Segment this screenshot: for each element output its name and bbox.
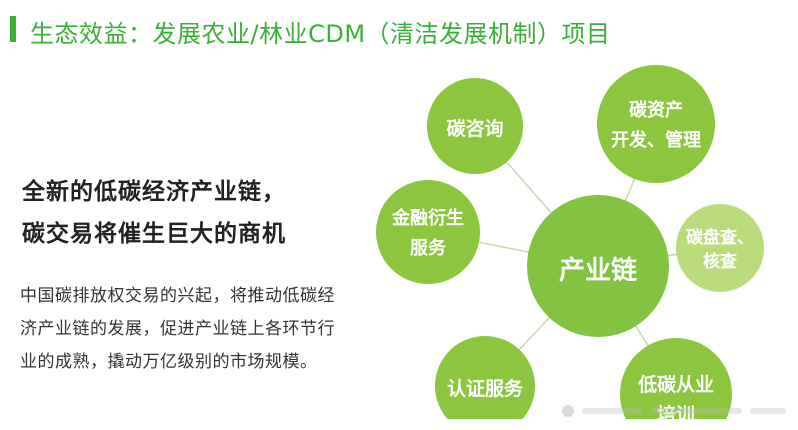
training-label-line-1: 低碳从业 [637,374,714,396]
body-line-2: 济产业链的发展，促进产业链上各环节行 [20,319,335,339]
asset-bubble [597,65,715,183]
finance-label-line-2: 服务 [410,238,446,259]
asset-label-line-1: 碳资产 [629,100,683,121]
audit-label-line-1: 碳盘查、 [686,228,754,248]
center-bubble [527,195,669,337]
certify-label: 认证服务 [446,378,523,400]
finance-bubble [376,180,480,284]
training-bubble [620,338,732,419]
consult-bubble [427,78,523,174]
asset-label-line-2: 开发、管理 [611,130,701,151]
headline-line-2: 碳交易将催生巨大的商机 [22,221,286,247]
body-line-1: 中国碳排放权交易的兴起，将推动低碳经 [20,286,335,306]
audit-bubble [676,204,764,292]
training-label: 低碳从业 培训 [626,370,726,430]
finance-label: 金融衍生 服务 [380,204,476,264]
certify-bubble [435,336,535,419]
body-line-3: 业的成熟，撬动万亿级别的市场规模。 [20,352,318,372]
audit-label-line-2: 核查 [703,252,737,272]
consult-label: 碳咨询 [446,118,504,140]
body-paragraph: 中国碳排放权交易的兴起，将推动低碳经 济产业链的发展，促进产业链上各环节行 业的… [20,280,350,379]
audit-label: 碳盘查、 核查 [680,226,760,274]
asset-label: 碳资产 开发、管理 [600,96,712,156]
headline-line-1: 全新的低碳经济产业链， [22,179,286,205]
center-label: 产业链 [558,256,637,286]
watermark [562,405,786,417]
industry-chain-diagram [376,65,764,419]
finance-label-line-1: 金融衍生 [392,208,464,229]
page-title: 生态效益：发展农业/林业CDM（清洁发展机制）项目 [30,20,611,48]
title-accent-bar [10,16,16,42]
